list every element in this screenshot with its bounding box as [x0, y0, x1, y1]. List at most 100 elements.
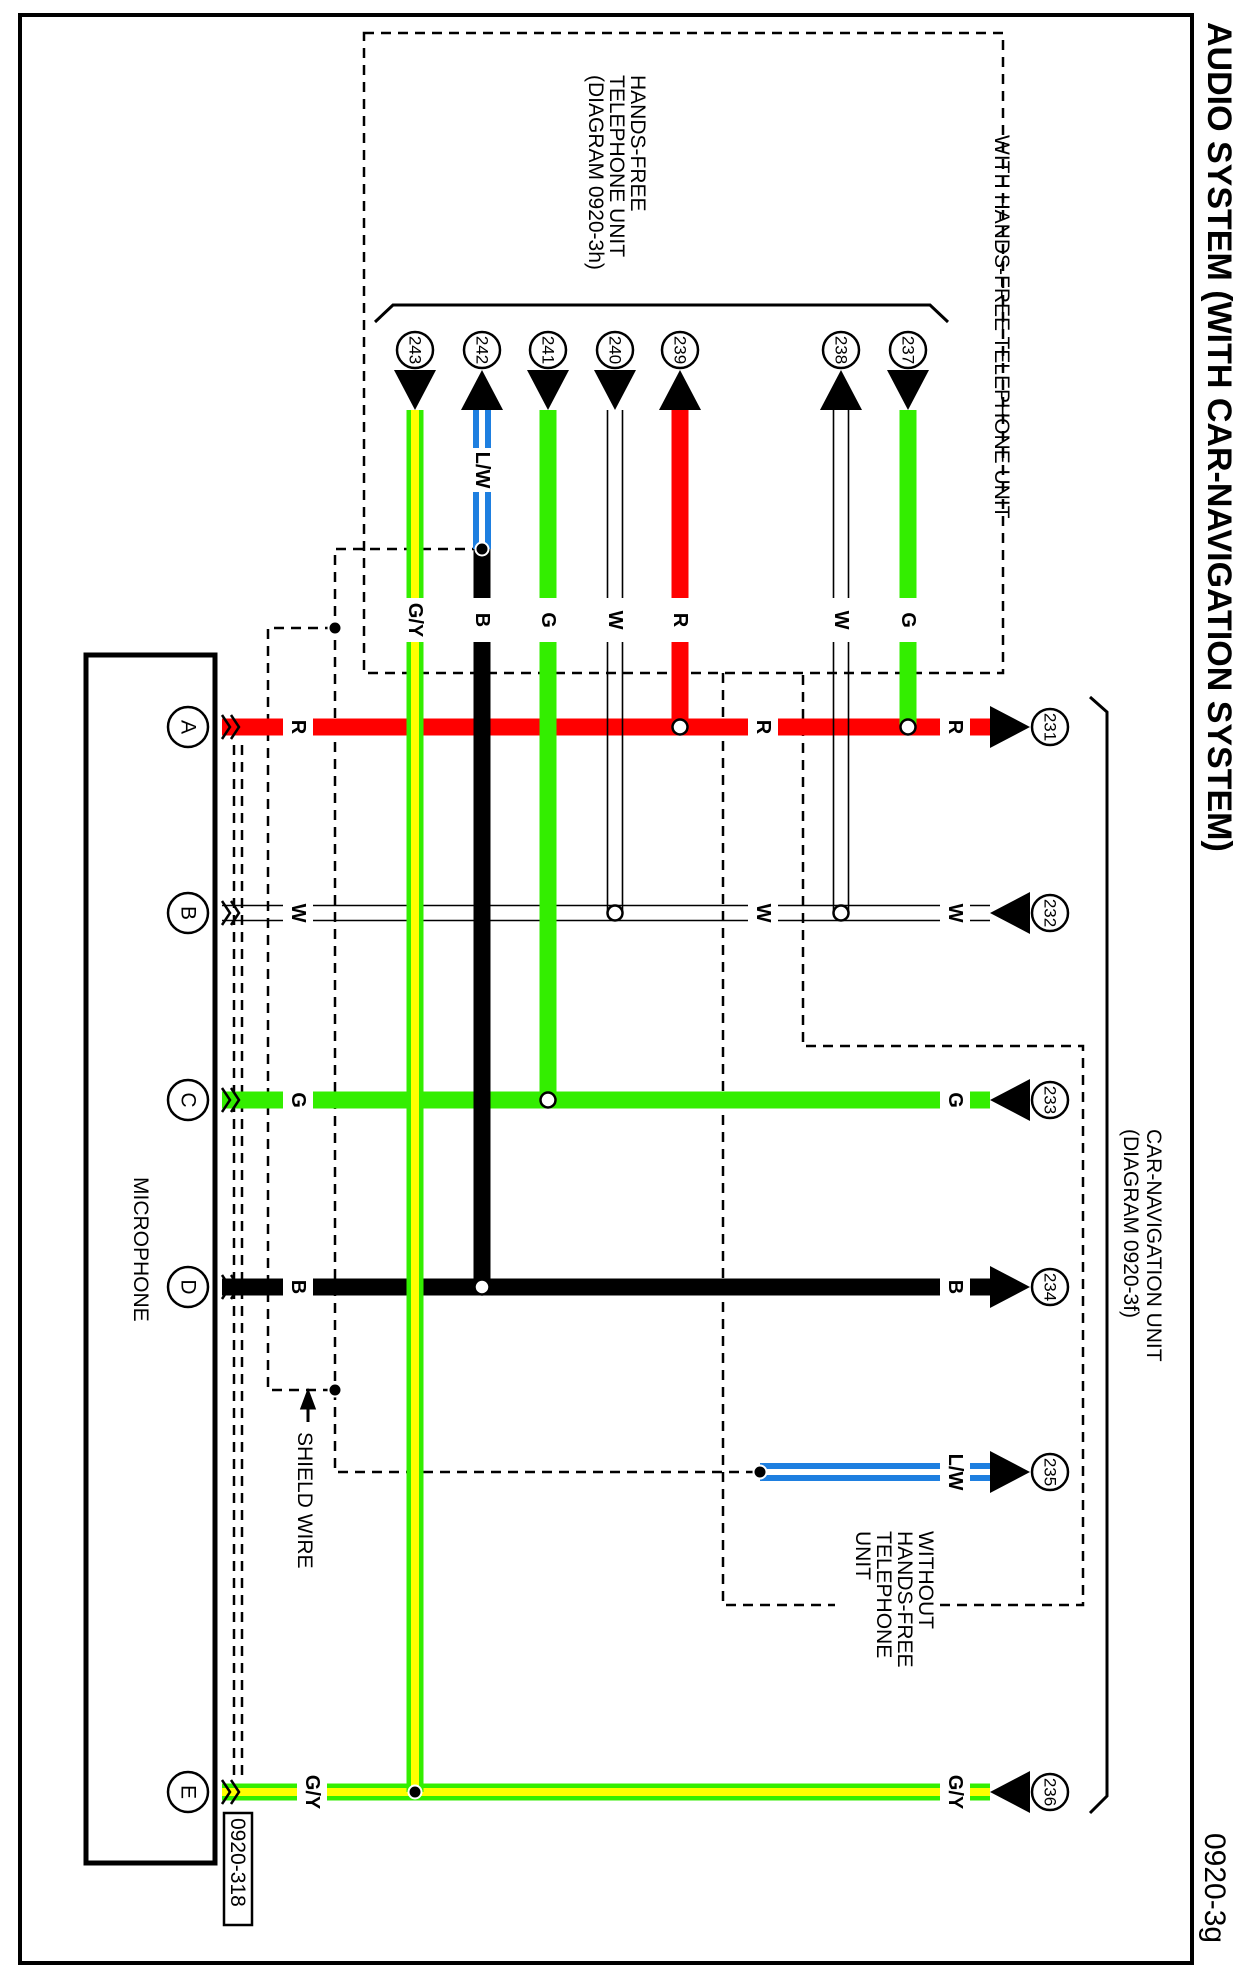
wire-color-label: R: [287, 720, 309, 735]
pin-circle: [166, 705, 210, 749]
car-nav-terminal-234: 234: [990, 1266, 1070, 1308]
arrow-left-icon: [990, 1771, 1030, 1813]
wire-label-gap: [297, 1782, 327, 1802]
car-nav-terminal-233: 233: [990, 1079, 1070, 1121]
hands-free-unit-line-1: HANDS-FREE: [626, 75, 649, 212]
reference-code: 0920-318: [226, 1818, 249, 1907]
without-hf-line-1: WITHOUT: [914, 1531, 937, 1629]
connector-chevron-icon: [220, 900, 241, 926]
shield-junction-upper: [327, 620, 343, 636]
terminal-number: 239: [671, 336, 690, 364]
connector-chevron-icon: [220, 1274, 241, 1300]
hands-free-terminal-242: 242: [461, 330, 503, 410]
terminal-number: 232: [1041, 899, 1060, 927]
terminal-circle: [595, 330, 635, 370]
hands-free-unit-label: HANDS-FREE TELEPHONE UNIT (DIAGRAM 0920-…: [584, 75, 649, 270]
junction-242-shield: [474, 541, 490, 557]
hands-free-terminal-238: 238: [820, 330, 862, 410]
hands-free-unit-bracket: [373, 303, 950, 324]
wire-color-label: G/Y: [404, 603, 426, 638]
car-nav-unit-line-1: CAR-NAVIGATION UNIT: [1142, 1129, 1165, 1362]
terminal-circle: [462, 330, 502, 370]
arrow-down-icon: [887, 370, 929, 410]
wire-color-label: W: [944, 904, 966, 923]
wire-238: [832, 410, 850, 913]
terminal-number: 243: [406, 336, 425, 364]
hands-free-terminal-237: 237: [887, 330, 929, 410]
pin-letter: B: [177, 906, 200, 920]
wire-color-label: G/Y: [301, 1775, 323, 1810]
microphone-pin-c: C: [166, 1078, 241, 1122]
wire-label-gap: [472, 598, 492, 642]
pin-letter: D: [177, 1279, 200, 1294]
wire-color-label: W: [830, 611, 852, 630]
hands-free-terminal-243: 243: [394, 330, 436, 410]
wires: [222, 410, 990, 1801]
junctions: [327, 541, 917, 1800]
page-title: AUDIO SYSTEM (WITH CAR-NAVIGATION SYSTEM…: [1200, 22, 1238, 852]
wire-color-label: L/W: [471, 452, 493, 489]
terminal-circle: [1030, 1452, 1070, 1492]
terminal-number: 237: [899, 336, 918, 364]
wire-240: [606, 410, 624, 913]
arrow-up-icon: [820, 370, 862, 410]
wire-color-label: G: [537, 612, 559, 628]
terminal-circle: [660, 330, 700, 370]
wire-label-gap: [940, 1462, 970, 1482]
arrow-down-icon: [594, 370, 636, 410]
terminal-number: 233: [1041, 1086, 1060, 1114]
wire-color-label: B: [471, 613, 493, 627]
junction-243-e: [407, 1784, 423, 1800]
wire-color-label: G/Y: [944, 1775, 966, 1810]
wire-color-label: W: [752, 904, 774, 923]
pin-circle: [166, 891, 210, 935]
without-hands-free-label: WITHOUT HANDS-FREE TELEPHONE UNIT: [851, 1531, 937, 1668]
junction-242-d: [473, 1278, 491, 1296]
wire-label-gap: [898, 598, 918, 642]
wire-label-gap: [605, 598, 625, 642]
dashed-boundaries: [232, 31, 1085, 1775]
arrow-down-icon: [527, 370, 569, 410]
terminal-number: 238: [832, 336, 851, 364]
wire-label-gap: [831, 598, 851, 642]
arrow-left-icon: [990, 892, 1030, 934]
without-hf-line-2: HANDS-FREE: [893, 1531, 916, 1668]
car-nav-terminal-235: 235: [990, 1451, 1070, 1493]
page-border: [18, 13, 1194, 1965]
wire-color-label: W: [287, 904, 309, 923]
microphone-label: MICROPHONE: [129, 1177, 152, 1322]
connector-chevron-icon: [220, 1087, 241, 1113]
terminal-number: 240: [606, 336, 625, 364]
arrow-right-icon: [990, 1266, 1030, 1308]
wire-label-gap: [748, 717, 778, 737]
wire-color-label: G: [944, 1092, 966, 1108]
wire-label-gap: [283, 1090, 313, 1110]
wire-label-gap: [748, 903, 778, 923]
wire-label-gap: [940, 717, 970, 737]
arrow-up-icon: [659, 370, 701, 410]
wire-color-label: W: [604, 611, 626, 630]
terminal-circle: [395, 330, 435, 370]
shield-arrow-icon: [299, 1387, 317, 1422]
hands-free-group-text: WITH HANDS-FREE TELEPHONE UNIT: [990, 135, 1013, 519]
terminal-number: 234: [1041, 1273, 1060, 1301]
hands-free-unit-line-2: TELEPHONE UNIT: [605, 75, 628, 257]
wire-label-gap: [940, 1277, 970, 1297]
without-hf-line-3: TELEPHONE: [872, 1531, 895, 1658]
car-nav-unit-label: CAR-NAVIGATION UNIT (DIAGRAM 0920-3f): [1119, 1129, 1165, 1362]
terminal-circle: [821, 330, 861, 370]
connector-chevron-icon: [220, 1779, 241, 1805]
terminal-circle: [1030, 893, 1070, 933]
wire-label-gap: [283, 1277, 313, 1297]
wire-label-gap: [670, 598, 690, 642]
wire-label-gap: [940, 1090, 970, 1110]
microphone-pin-a: A: [166, 705, 241, 749]
shield-wire-path: [266, 547, 760, 1474]
pin-circle: [166, 1078, 210, 1122]
diagram-code: 0920-3g: [1198, 1833, 1231, 1943]
arrow-right-icon: [990, 1451, 1030, 1493]
arrow-up-icon: [461, 370, 503, 410]
terminal-number: 242: [473, 336, 492, 364]
